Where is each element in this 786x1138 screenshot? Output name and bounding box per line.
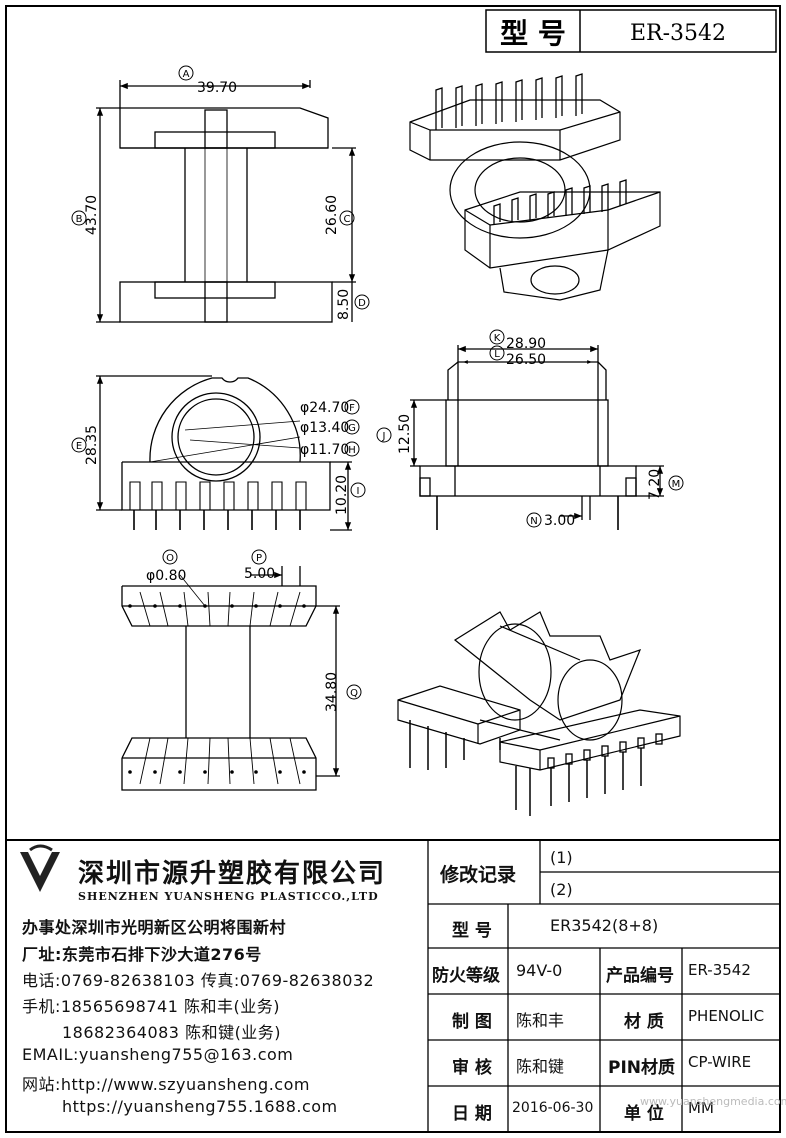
dim-value-l: 26.50 (506, 352, 546, 368)
factory-address: 厂址:东莞市石排下沙大道276号 (22, 945, 262, 964)
dim-value-d: 8.50 (336, 289, 352, 320)
dim-value-b: 43.70 (84, 195, 100, 235)
side-view (410, 345, 664, 530)
website-1[interactable]: 网站:http://www.szyuansheng.com (22, 1075, 310, 1094)
spec-pin-value: CP-WIRE (688, 1053, 752, 1071)
dim-letter-j: J (382, 431, 386, 442)
title-model-value: ER-3542 (630, 21, 726, 46)
dim-value-i: 10.20 (334, 475, 350, 515)
spec-drawn-label: 制 图 (452, 1012, 492, 1032)
dim-letter-m: M (672, 479, 681, 490)
dim-letter-a: A (183, 69, 190, 80)
dim-value-q: 34.80 (324, 672, 340, 712)
dim-value-c: 26.60 (324, 195, 340, 235)
dim-value-f: φ24.70 (300, 400, 349, 416)
end-view (96, 375, 352, 531)
dim-letter-d: D (358, 298, 366, 309)
spec-product-no-value: ER-3542 (688, 961, 751, 979)
spec-date-value: 2016-06-30 (512, 1100, 594, 1116)
website-2[interactable]: https://yuansheng755.1688.com (62, 1097, 338, 1116)
dim-letter-g: G (348, 423, 356, 434)
spec-product-no-label: 产品编号 (606, 966, 674, 986)
dim-letter-c: C (344, 214, 351, 225)
spec-fire-value: 94V-0 (516, 961, 563, 980)
info-table-grid (6, 839, 780, 1132)
side-view-labels: K 28.90 L 26.50 J 12.50 7.20 M N 3.00 (376, 329, 684, 529)
dim-value-m: 7.20 (647, 469, 663, 500)
email[interactable]: EMAIL:yuansheng755@163.com (22, 1045, 294, 1064)
dim-letter-h: H (348, 445, 356, 456)
dim-value-e: 28.35 (84, 425, 100, 465)
spec-unit-label: 单 位 (624, 1104, 664, 1124)
dim-letter-p: P (256, 553, 262, 564)
bottom-view-labels: O φ0.80 P 5.00 34.80 Q (146, 549, 362, 712)
sheet-border (5, 5, 781, 1133)
isometric-view-bottom (397, 611, 681, 816)
dim-value-k: 28.90 (506, 336, 546, 352)
dim-value-j: 12.50 (397, 414, 413, 454)
company-name-cn: 深圳市源升塑胶有限公司 (78, 859, 387, 889)
dim-letter-n: N (530, 516, 537, 527)
dim-letter-b: B (76, 214, 83, 225)
dim-value-o: φ0.80 (146, 568, 186, 584)
bottom-view (121, 566, 340, 791)
spec-model-value: ER3542(8+8) (550, 916, 659, 935)
dim-value-g: φ13.40 (300, 420, 349, 436)
title-model-label: 型 号 (500, 17, 566, 50)
company-logo (20, 844, 60, 892)
office-address: 办事处深圳市光明新区公明将围新村 (22, 918, 287, 937)
spec-checked-value: 陈和键 (516, 1057, 565, 1076)
revision-label: 修改记录 (440, 864, 517, 886)
mobile-2: 18682364083 陈和键(业务) (62, 1023, 282, 1042)
spec-material-value: PHENOLIC (688, 1007, 765, 1025)
dim-value-h: φ11.70 (300, 442, 349, 458)
phone-fax: 电话:0769-82638103 传真:0769-82638032 (22, 971, 375, 990)
isometric-view-top (409, 73, 661, 301)
watermark: www.yuanshengmedia.com (640, 1095, 786, 1108)
spec-pin-label: PIN材质 (608, 1058, 676, 1078)
company-name-en: SHENZHEN YUANSHENG PLASTICCO.,LTD (78, 890, 379, 903)
dim-value-n: 3.00 (544, 513, 575, 529)
spec-checked-label: 审 核 (452, 1058, 492, 1078)
dim-letter-e: E (76, 441, 82, 452)
dim-letter-k: K (494, 333, 501, 344)
spec-date-label: 日 期 (452, 1104, 492, 1124)
dim-value-a: 39.70 (197, 80, 237, 96)
spec-fire-label: 防火等级 (432, 966, 500, 986)
bottom-view-dots (128, 604, 306, 774)
model-title-block: 型 号 ER-3542 (485, 9, 777, 53)
dim-value-p: 5.00 (244, 566, 275, 582)
dim-letter-f: F (349, 403, 355, 414)
revision-1: (1) (550, 848, 573, 867)
dim-letter-l: L (494, 349, 500, 360)
spec-material-label: 材 质 (624, 1012, 664, 1032)
dim-letter-q: Q (350, 688, 358, 699)
revision-2: (2) (550, 880, 573, 899)
spec-drawn-value: 陈和丰 (516, 1011, 565, 1030)
spec-model-label: 型 号 (452, 921, 492, 941)
spec-unit-value: MM (688, 1099, 714, 1117)
dim-letter-o: O (166, 553, 174, 564)
front-view (96, 80, 356, 323)
mobile-1: 手机:18565698741 陈和丰(业务) (22, 997, 280, 1016)
front-view-labels: A 39.70 B 43.70 C 26.60 D 8.50 (71, 65, 370, 320)
end-view-labels: E 28.35 φ24.70 F φ13.40 G φ11.70 H 10.20… (71, 399, 366, 515)
dim-letter-i: I (357, 486, 360, 497)
